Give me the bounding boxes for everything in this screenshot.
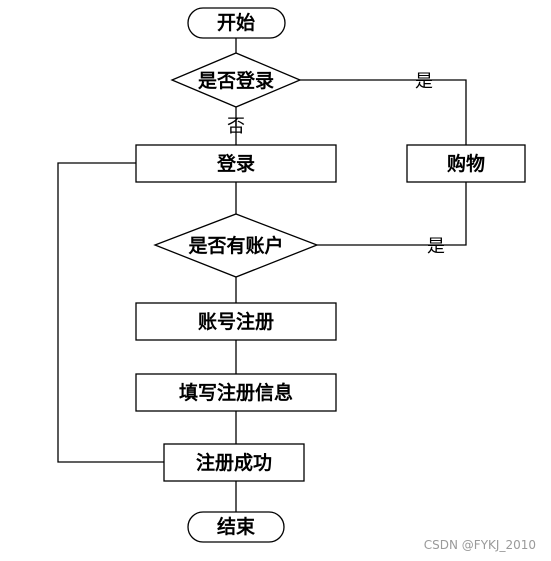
decision-is-logged-in-label: 是否登录 — [198, 69, 274, 92]
edge-label-has-account-yes: 是 — [427, 236, 445, 257]
connectors — [57, 38, 467, 512]
decision-is-logged-in: 是否登录 — [170, 52, 302, 108]
edge-label-logged-in-yes: 是 — [415, 71, 433, 92]
process-register-account-label: 账号注册 — [198, 310, 274, 333]
process-register-account: 账号注册 — [135, 302, 337, 341]
process-register-success-label: 注册成功 — [196, 451, 272, 474]
end-node: 结束 — [187, 511, 285, 543]
process-shopping: 购物 — [406, 144, 526, 183]
decision-has-account: 是否有账户 — [153, 213, 319, 278]
watermark: CSDN @FYKJ_2010 — [424, 538, 536, 552]
edge-success-back-to-login — [57, 162, 164, 463]
end-label: 结束 — [217, 515, 256, 538]
process-login-label: 登录 — [216, 152, 255, 175]
process-fill-info-label: 填写注册信息 — [179, 381, 293, 404]
start-label: 开始 — [217, 11, 255, 34]
start-node: 开始 — [187, 7, 286, 39]
process-fill-info: 填写注册信息 — [135, 373, 337, 412]
edge-shopping-to-decision2-yes — [317, 182, 467, 246]
process-register-success: 注册成功 — [163, 443, 305, 482]
decision-has-account-label: 是否有账户 — [188, 234, 283, 257]
process-login: 登录 — [135, 144, 337, 183]
edge-decision1-yes-to-shopping — [300, 79, 467, 145]
process-shopping-label: 购物 — [447, 152, 485, 175]
edge-label-logged-in-no: 否 — [227, 116, 245, 137]
